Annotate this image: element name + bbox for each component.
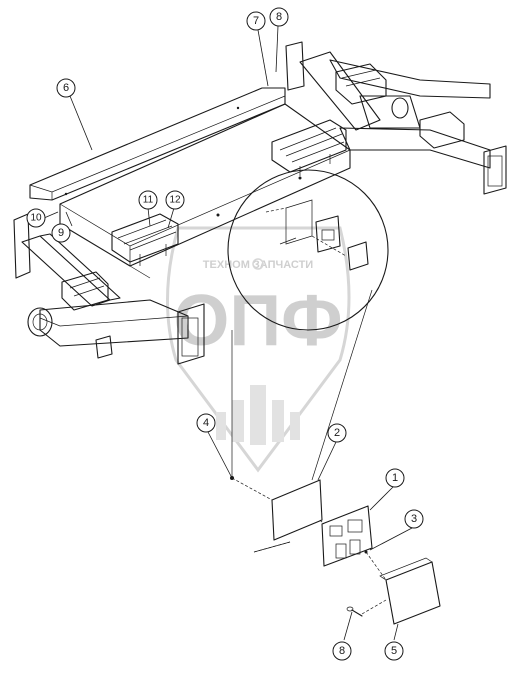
callout-3: 3	[404, 509, 424, 529]
detail-plate	[253, 479, 323, 553]
svg-text:5: 5	[391, 645, 397, 657]
svg-text:11: 11	[143, 195, 154, 206]
detail-bolt	[230, 476, 368, 617]
watermark: ТЕХНОМ ЗАПЧАСТИ ОПФ	[166, 226, 351, 473]
gear-icon	[252, 258, 264, 270]
callout-6: 6	[56, 78, 76, 98]
explode-lines	[231, 477, 387, 615]
svg-text:12: 12	[169, 195, 181, 206]
svg-text:6: 6	[63, 82, 69, 94]
watermark-main-text: ОПФ	[173, 281, 342, 361]
svg-text:3: 3	[411, 513, 417, 525]
left-frame-arm	[13, 213, 205, 365]
svg-text:2: 2	[334, 427, 340, 439]
detail-cover	[379, 557, 441, 625]
svg-text:8: 8	[339, 645, 345, 657]
callout-12: 12	[165, 190, 185, 210]
leader-lines	[43, 25, 413, 641]
detail-control-unit	[321, 505, 373, 567]
svg-text:4: 4	[203, 417, 209, 429]
bracket-right	[271, 119, 347, 176]
callout-11: 11	[138, 190, 158, 210]
callout-5: 5	[384, 641, 404, 661]
svg-text:7: 7	[253, 15, 259, 27]
callout-1: 1	[385, 468, 405, 488]
svg-text:9: 9	[58, 227, 64, 239]
callout-10: 10	[26, 208, 46, 228]
callout-2: 2	[327, 423, 347, 443]
zoom-cone-lines	[231, 289, 373, 481]
main-crossbeam	[59, 103, 351, 279]
callout-9: 9	[51, 223, 71, 243]
magnification-circle	[227, 169, 389, 331]
callout-4: 4	[196, 413, 216, 433]
callout-8-bottom: 8	[332, 641, 352, 661]
svg-text:1: 1	[392, 472, 398, 484]
svg-text:10: 10	[30, 213, 42, 224]
bracket-left	[111, 213, 179, 266]
right-frame-arm	[285, 41, 507, 195]
wheat-icon	[216, 385, 300, 445]
cover-panel	[29, 87, 286, 201]
callout-7: 7	[246, 11, 266, 31]
callout-8-top: 8	[269, 7, 289, 27]
svg-text:8: 8	[276, 11, 282, 23]
